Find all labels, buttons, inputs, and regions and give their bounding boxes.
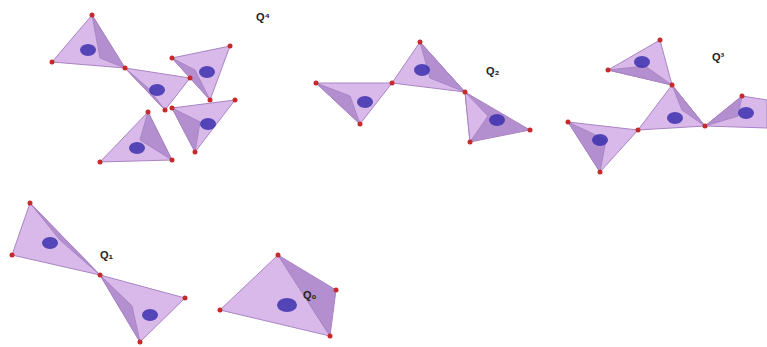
tetrahedron [100, 275, 185, 342]
tetra-face [705, 96, 767, 128]
tetra-face [638, 85, 705, 130]
tetra-face [568, 122, 606, 172]
oxygen-atoms [10, 201, 188, 345]
tetrahedron [705, 96, 767, 128]
tetrahedron [316, 83, 392, 124]
tetra-face [465, 92, 530, 142]
silicon-atom [634, 56, 650, 68]
oxygen-atoms [314, 40, 533, 145]
tetrahedron [465, 92, 530, 142]
tetra-face [608, 40, 672, 85]
oxygen-atoms [218, 253, 339, 339]
silicon-atom [489, 114, 505, 126]
tetra-face [140, 112, 172, 160]
tetra-face [172, 108, 200, 152]
tetra-face [568, 122, 638, 172]
silicon-atom [357, 96, 373, 108]
silicon-atom [667, 112, 683, 124]
tetrahedron [12, 203, 100, 275]
silicon-atom [277, 298, 297, 312]
tetra-face [12, 203, 100, 275]
silicon-atom [414, 64, 430, 76]
oxygen-atoms [50, 13, 238, 165]
tetrahedron [172, 46, 230, 100]
tetrahedron [568, 122, 638, 172]
oxygen-atoms [566, 38, 745, 175]
tetra-face [125, 68, 165, 110]
tetra-face [316, 83, 392, 124]
tetra-face [172, 100, 235, 152]
tetra-face [100, 275, 140, 342]
silicon-atom [199, 66, 215, 78]
silicon-atom [80, 44, 96, 56]
tetra-face [100, 275, 185, 342]
tetrahedron [220, 255, 336, 336]
tetra-face [30, 203, 100, 275]
tetrahedron [172, 100, 235, 152]
q-species-label: Q₀ [303, 290, 317, 301]
tetrahedron [638, 85, 705, 130]
tetra-face [92, 15, 125, 68]
tetrahedron [125, 68, 190, 110]
q-species-label: Q³ [712, 52, 724, 63]
tetra-face [465, 92, 488, 142]
tetra-face [125, 68, 190, 110]
tetra-face [52, 15, 125, 68]
silicon-atom [42, 237, 58, 249]
q-species-label: Q₂ [486, 66, 499, 77]
silicon-atom [129, 142, 145, 154]
q-species-label: Q⁴ [256, 12, 270, 23]
silicon-atom [149, 84, 165, 96]
tetra-face [278, 255, 336, 336]
tetra-face [316, 83, 360, 124]
silicon-atom [738, 107, 754, 119]
tetrahedron [608, 40, 672, 85]
tetrahedron [100, 112, 172, 162]
tetra-face [220, 255, 330, 336]
tetra-face [100, 112, 172, 162]
tetra-face [705, 96, 742, 126]
tetra-face [172, 46, 230, 100]
tetrahedron [52, 15, 125, 68]
q-species-label: Q₁ [100, 250, 113, 261]
silicon-atom [200, 118, 216, 130]
tetrahedron [392, 42, 465, 92]
silicon-atom [142, 309, 158, 321]
silicon-atom [592, 134, 608, 146]
tetra-face [608, 66, 672, 85]
tetra-face [392, 42, 465, 92]
